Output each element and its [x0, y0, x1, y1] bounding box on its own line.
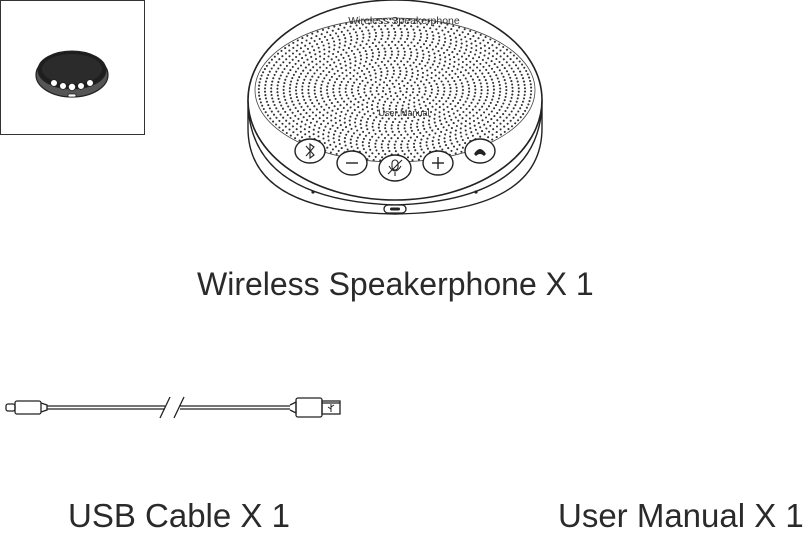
mic-mute-button	[378, 154, 412, 182]
mic-mute-icon	[387, 159, 403, 176]
manual-speaker-image	[35, 50, 109, 98]
usb-icon	[327, 404, 335, 412]
bluetooth-icon	[305, 142, 315, 160]
usb-cable-caption: USB Cable X 1	[68, 497, 290, 534]
speaker-button-row	[294, 138, 496, 182]
speaker-body-side	[247, 99, 543, 215]
speaker-grille-outline	[254, 17, 536, 163]
speakerphone-caption: Wireless Speakerphone X 1	[197, 266, 594, 302]
usb-cable-illustration	[5, 396, 341, 419]
volume-up-button	[422, 150, 454, 176]
volume-up-icon	[432, 157, 444, 169]
user-manual-illustration: Wireless Speakerphone User Manual	[0, 0, 460, 135]
call-button	[464, 138, 496, 164]
indicator-dot-left	[311, 190, 315, 194]
speakerphone-illustration	[247, 0, 543, 215]
usb-a-connector	[321, 400, 341, 415]
usb-a-housing	[295, 397, 323, 418]
cable-break-mark	[159, 396, 171, 419]
speaker-grille	[255, 18, 535, 162]
call-icon	[474, 149, 486, 156]
indicator-dot-right	[474, 190, 478, 194]
usb-c-housing	[14, 400, 42, 415]
volume-down-button	[336, 150, 368, 176]
bluetooth-button	[294, 138, 326, 164]
manual-cover-subtitle: User Manual	[378, 108, 430, 118]
usb-c-connector	[5, 403, 16, 412]
user-manual-caption: User Manual X 1	[558, 497, 804, 534]
manual-cover-title: Wireless Speakerphone	[348, 15, 460, 27]
